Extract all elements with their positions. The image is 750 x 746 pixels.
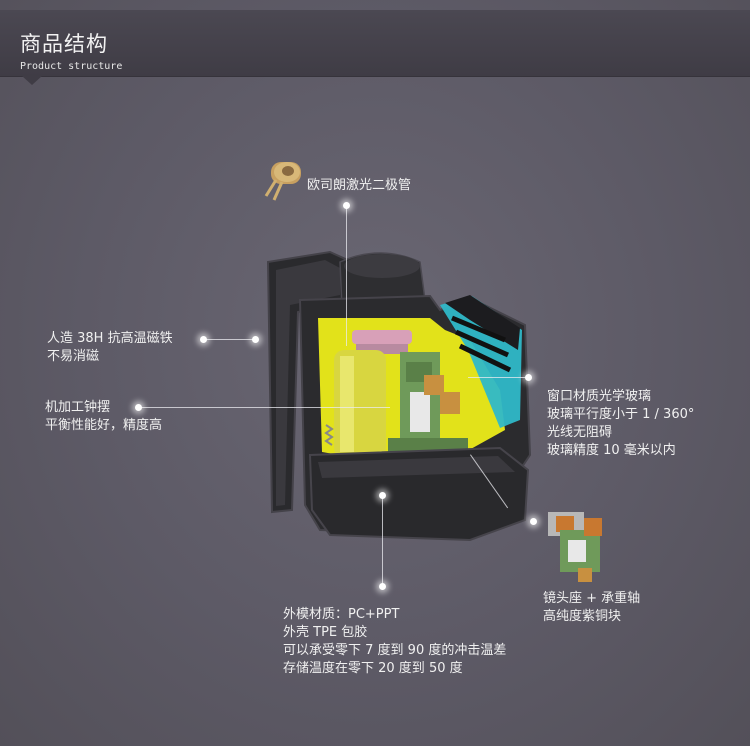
- diode-leader-line: [346, 206, 347, 346]
- callout-line: 外模材质：PC+PPT: [283, 607, 400, 622]
- callout-line: 光线无阻碍: [547, 425, 613, 440]
- callout-line: 不易消磁: [47, 349, 100, 364]
- callout-line: 玻璃精度 10 毫米以内: [547, 443, 676, 458]
- callout-lens-seat: 镜头座 + 承重轴 高纯度紫铜块: [543, 590, 640, 626]
- pendulum-leader-line: [140, 407, 390, 408]
- window-marker-dot: [525, 374, 532, 381]
- magnet-anchor-dot: [252, 336, 259, 343]
- callout-line: 人造 38H 抗高温磁铁: [47, 331, 173, 346]
- callout-line: 存储温度在零下 20 度到 50 度: [283, 661, 463, 676]
- callout-line: 外壳 TPE 包胶: [283, 625, 368, 640]
- laser-diode-icon: [264, 162, 301, 201]
- window-leader-line: [468, 377, 528, 378]
- diode-marker-dot: [343, 202, 350, 209]
- callout-line: 可以承受零下 7 度到 90 度的冲击温差: [283, 643, 507, 658]
- callout-laser-diode: 欧司朗激光二极管: [307, 177, 411, 195]
- shell-leader-line: [382, 495, 383, 585]
- callout-line: 玻璃平行度小于 1 / 360°: [547, 407, 695, 422]
- callout-line: 窗口材质光学玻璃: [547, 389, 652, 404]
- callout-magnet: 人造 38H 抗高温磁铁 不易消磁: [47, 330, 173, 366]
- lens-seat-marker-dot: [530, 518, 537, 525]
- callout-line: 欧司朗激光二极管: [307, 178, 412, 193]
- lens-seat-part: [548, 512, 602, 582]
- callout-window-glass: 窗口材质光学玻璃 玻璃平行度小于 1 / 360° 光线无阻碍 玻璃精度 10 …: [547, 388, 694, 460]
- magnet-marker-dot: [200, 336, 207, 343]
- callout-shell: 外模材质：PC+PPT 外壳 TPE 包胶 可以承受零下 7 度到 90 度的冲…: [283, 606, 506, 678]
- callout-line: 机加工钟摆: [45, 400, 111, 415]
- pendulum-marker-dot: [135, 404, 142, 411]
- magnet-leader-line: [205, 339, 257, 340]
- section-title: 商品结构: [20, 32, 108, 56]
- shell-lower-dot: [379, 583, 386, 590]
- callout-line: 平衡性能好，精度高: [45, 418, 163, 433]
- magnet-block: [352, 330, 412, 344]
- callout-line: 高纯度紫铜块: [543, 609, 622, 624]
- shell-marker-dot: [379, 492, 386, 499]
- callout-line: 镜头座 + 承重轴: [543, 591, 641, 606]
- section-header: 商品结构 Product structure: [0, 10, 750, 77]
- section-subtitle: Product structure: [20, 61, 123, 72]
- callout-pendulum: 机加工钟摆 平衡性能好，精度高: [45, 399, 162, 435]
- header-notch: [22, 76, 42, 85]
